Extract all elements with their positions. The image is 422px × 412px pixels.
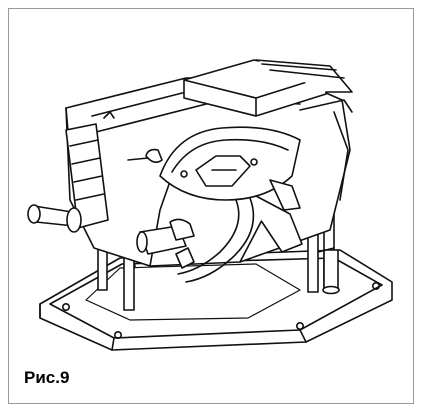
lower-fitting <box>136 218 195 269</box>
base-plate <box>39 249 393 351</box>
inlet-pipe <box>27 204 82 233</box>
drive-mechanism <box>127 126 301 201</box>
right-bracket <box>299 99 353 253</box>
belt <box>177 179 303 283</box>
figure-frame <box>8 8 414 404</box>
figure-caption: Рис.9 <box>24 368 70 387</box>
cylinder <box>65 123 109 229</box>
top-plate <box>183 59 353 117</box>
